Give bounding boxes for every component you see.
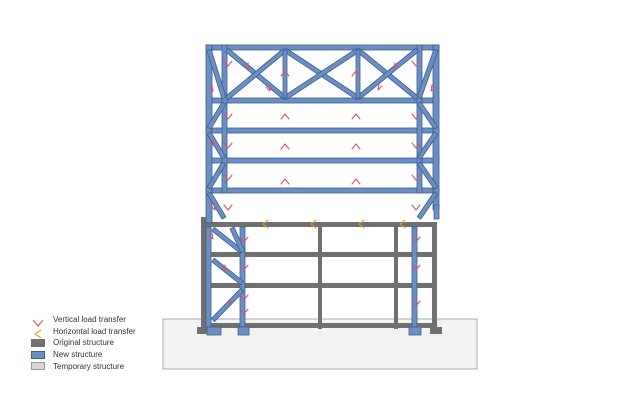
new-floor-beam <box>205 44 440 51</box>
vertical-load-arrow <box>265 84 271 92</box>
new-floor-beam <box>205 127 440 134</box>
new-brace <box>416 101 439 130</box>
vertical-load-arrow <box>411 236 421 243</box>
vertical-load-arrow <box>223 113 233 120</box>
legend-label: Vertical load transfer <box>53 315 126 325</box>
vertical-load-arrow <box>430 84 436 92</box>
vertical-load-arrow <box>223 142 233 149</box>
legend-label: New structure <box>53 350 103 360</box>
original-swatch <box>31 338 45 347</box>
vertical-load-arrow <box>411 113 421 120</box>
new-brace <box>206 131 227 160</box>
vertical-load-arrow <box>411 142 421 149</box>
legend-label: Temporary structure <box>53 361 125 371</box>
vertical-load-arrow <box>228 298 234 306</box>
legend-label: Original structure <box>53 338 114 348</box>
horizontal-load-arrow <box>262 219 269 229</box>
load-arrows <box>208 60 436 315</box>
new-brace <box>356 47 419 101</box>
vertical-load-arrow <box>280 178 290 185</box>
new-column-plate <box>433 204 440 220</box>
vertical-load-arrow <box>223 204 233 211</box>
legend-item-new: New structure <box>30 349 136 361</box>
vertical-load-arrow <box>411 300 421 307</box>
vertical-load-arrow <box>223 60 233 67</box>
vertical-load-arrow <box>411 60 421 67</box>
vertical-load-arrow <box>221 264 227 272</box>
new-brace <box>206 161 227 190</box>
vertical-load-arrow <box>208 84 214 92</box>
vertical-load-arrow <box>239 236 249 243</box>
vertical-load-arrow <box>411 174 421 181</box>
new-structure <box>205 44 440 336</box>
horizontal-load-arrow <box>358 219 365 229</box>
vertical-load-arrow <box>208 232 214 240</box>
vertical-load-arrow <box>239 308 249 315</box>
new-post <box>282 49 288 99</box>
vertical-load-arrow <box>351 143 361 150</box>
vertical-load-arrow <box>351 113 361 120</box>
new-brace <box>206 101 227 130</box>
new-brace <box>416 131 439 160</box>
legend-item-original: Original structure <box>30 337 136 349</box>
new-brace <box>416 191 439 220</box>
vertical-load-arrow <box>280 143 290 150</box>
vertical-load-arrow <box>411 264 421 271</box>
new-column <box>221 44 228 194</box>
vertical-load-arrow <box>280 70 290 77</box>
vertical-load-arrow <box>210 203 216 211</box>
legend-label: Horizontal load transfer <box>53 326 136 336</box>
horizontal-load-arrow <box>310 219 317 229</box>
new-brace <box>210 287 245 323</box>
legend-item-temporary: Temporary structure <box>30 360 136 372</box>
new-floor-beam <box>205 187 440 194</box>
new-brace <box>229 226 246 254</box>
new-footing <box>206 326 222 336</box>
horizontal-load-arrow <box>399 219 406 229</box>
new-floor-beam <box>205 157 440 164</box>
vertical-load-arrow <box>351 70 361 77</box>
new-column <box>205 226 212 328</box>
chevron-down-icon <box>32 319 44 327</box>
vertical-load-arrow <box>411 204 421 211</box>
new-floor-beam <box>205 97 440 104</box>
vertical-load-arrow <box>239 264 249 271</box>
chevron-left-icon <box>34 329 42 339</box>
vertical-load-arrow <box>351 178 361 185</box>
legend-item-vertical: Vertical load transfer <box>30 314 136 327</box>
legend: Vertical load transfer Horizontal load t… <box>30 314 136 372</box>
vertical-load-arrow <box>280 113 290 120</box>
vertical-load-arrow <box>223 174 233 181</box>
vertical-load-arrow <box>244 62 250 70</box>
new-column <box>416 44 423 194</box>
new-brace <box>211 257 244 286</box>
vertical-load-arrow <box>393 62 399 70</box>
new-brace <box>416 48 439 100</box>
new-brace <box>416 161 439 190</box>
new-brace <box>206 191 227 220</box>
legend-item-horizontal: Horizontal load transfer <box>30 326 136 339</box>
new-swatch <box>31 350 45 359</box>
temporary-swatch <box>31 362 45 371</box>
vertical-load-arrow <box>239 294 249 301</box>
new-footing <box>237 326 250 336</box>
new-footing <box>408 326 422 336</box>
vertical-load-arrow <box>377 83 383 91</box>
vertical-load-arrow <box>209 139 215 147</box>
original-structure <box>197 217 442 334</box>
